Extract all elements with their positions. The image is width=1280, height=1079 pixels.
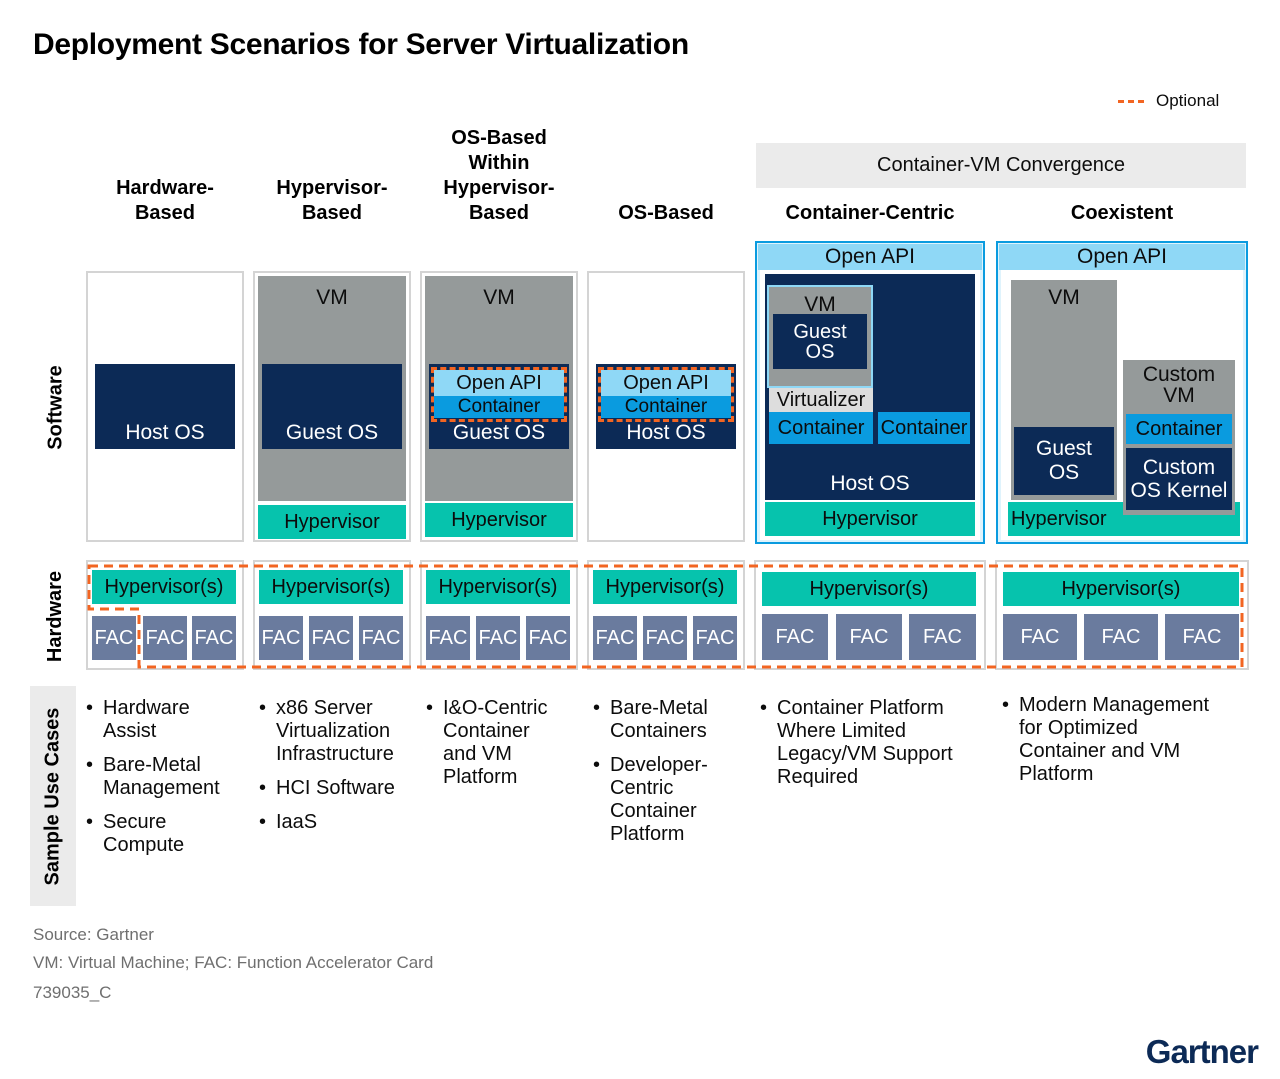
vm-label: VM (804, 293, 836, 316)
use-cases-col-5: Container Platform Where Limited Legacy/… (760, 697, 990, 800)
use-cases-col-4: Bare-Metal Containers Developer- Centric… (593, 697, 758, 857)
group-header-container-vm-convergence: Container-VM Convergence (756, 143, 1246, 188)
hypervisors-bar: Hypervisor(s) (259, 570, 403, 604)
open-api-box: Open API (601, 370, 731, 396)
legend-optional-label: Optional (1156, 91, 1220, 110)
source-note: Source: Gartner (33, 925, 154, 944)
column-header-os-within-hypervisor: OS-Based Within Hypervisor- Based (443, 127, 555, 224)
use-case-item: Hardware Assist (86, 697, 251, 743)
optional-outline (431, 367, 567, 422)
fac-card: FAC (762, 614, 828, 660)
use-case-item: I&O-Centric Container and VM Platform (426, 697, 591, 789)
guest-os-box: Guest OS (262, 364, 402, 449)
optional-dash-swatch (1118, 99, 1144, 103)
hypervisors-bar: Hypervisor(s) (762, 572, 976, 606)
row-label-hardware: Hardware (44, 570, 67, 662)
fac-card: FAC (259, 616, 303, 660)
use-case-item: Developer- Centric Container Platform (593, 754, 758, 846)
fac-card: FAC (1165, 614, 1239, 660)
fac-card: FAC (476, 616, 520, 660)
host-os-box: Host OS (95, 364, 235, 449)
column-header-container-centric: Container-Centric (785, 202, 955, 224)
fac-card: FAC (1003, 614, 1077, 660)
fac-card: FAC (643, 616, 687, 660)
use-case-item: Bare-Metal Management (86, 754, 251, 800)
hypervisors-bar: Hypervisor(s) (426, 570, 570, 604)
fac-card: FAC (192, 616, 236, 660)
virtualizer-box: Virtualizer (769, 388, 873, 412)
container-box: Container (1126, 414, 1232, 444)
use-cases-col-3: I&O-Centric Container and VM Platform (426, 697, 591, 800)
vm-label: VM (483, 286, 515, 309)
column-header-os-based: OS-Based (618, 202, 714, 224)
open-api-box: Open API (434, 370, 564, 396)
container-box: Container (434, 396, 564, 418)
fac-card: FAC (1084, 614, 1158, 660)
abbreviation-note: VM: Virtual Machine; FAC: Function Accel… (33, 953, 434, 972)
fac-card: FAC (143, 616, 187, 660)
column-header-hypervisor-based: Hypervisor- Based (276, 177, 388, 224)
custom-os-kernel-box: Custom OS Kernel (1126, 448, 1232, 510)
fac-card: FAC (836, 614, 902, 660)
fac-card: FAC (693, 616, 737, 660)
open-api-box: Open API (999, 244, 1245, 270)
hypervisor-box: Hypervisor (765, 502, 975, 536)
custom-vm-label: Custom VM (1142, 363, 1216, 407)
use-cases-col-6: Modern Management for Optimized Containe… (1002, 694, 1252, 797)
hypervisors-bar: Hypervisor(s) (1003, 572, 1239, 606)
guest-os-box: Guest OS (773, 314, 867, 369)
fac-card: FAC (526, 616, 570, 660)
column-header-coexistent: Coexistent (1070, 202, 1174, 224)
fac-card: FAC (909, 614, 976, 660)
fac-card: FAC (593, 616, 637, 660)
hypervisor-label: Hypervisor (1011, 507, 1107, 530)
use-case-item: Modern Management for Optimized Containe… (1002, 694, 1252, 786)
guest-os-box: Guest OS (1014, 427, 1114, 495)
hypervisors-bar: Hypervisor(s) (92, 570, 236, 604)
hypervisors-bar: Hypervisor(s) (593, 570, 737, 604)
optional-outline (598, 367, 734, 422)
open-api-box: Open API (758, 244, 982, 270)
fac-card: FAC (426, 616, 470, 660)
hypervisor-box: Hypervisor (425, 503, 573, 537)
gartner-logo: Gartner (1145, 1033, 1259, 1070)
vm-label: VM (1048, 286, 1080, 309)
hypervisor-box: Hypervisor (258, 505, 406, 539)
column-header-hardware-based: Hardware- Based (116, 177, 214, 224)
row-label-software: Software (30, 272, 82, 542)
page-title: Deployment Scenarios for Server Virtuali… (33, 28, 689, 61)
fac-card: FAC (92, 616, 136, 660)
legend-optional: Optional (1118, 89, 1248, 113)
use-case-item: Container Platform Where Limited Legacy/… (760, 697, 990, 789)
container-box: Container (769, 412, 873, 444)
fac-card: FAC (309, 616, 353, 660)
use-cases-col-1: Hardware Assist Bare-Metal Management Se… (86, 697, 251, 868)
vm-label: VM (316, 286, 348, 309)
use-cases-col-2: x86 Server Virtualization Infrastructure… (259, 697, 424, 845)
use-case-item: HCI Software (259, 777, 424, 800)
use-case-item: x86 Server Virtualization Infrastructure (259, 697, 424, 766)
row-label-use-cases: Sample Use Cases (30, 686, 76, 906)
figure-id: 739035_C (33, 983, 112, 1002)
use-case-item: IaaS (259, 811, 424, 834)
fac-card: FAC (359, 616, 403, 660)
use-case-item: Bare-Metal Containers (593, 697, 758, 743)
container-box: Container (601, 396, 731, 418)
use-case-item: Secure Compute (86, 811, 251, 857)
container-box: Container (878, 412, 970, 444)
